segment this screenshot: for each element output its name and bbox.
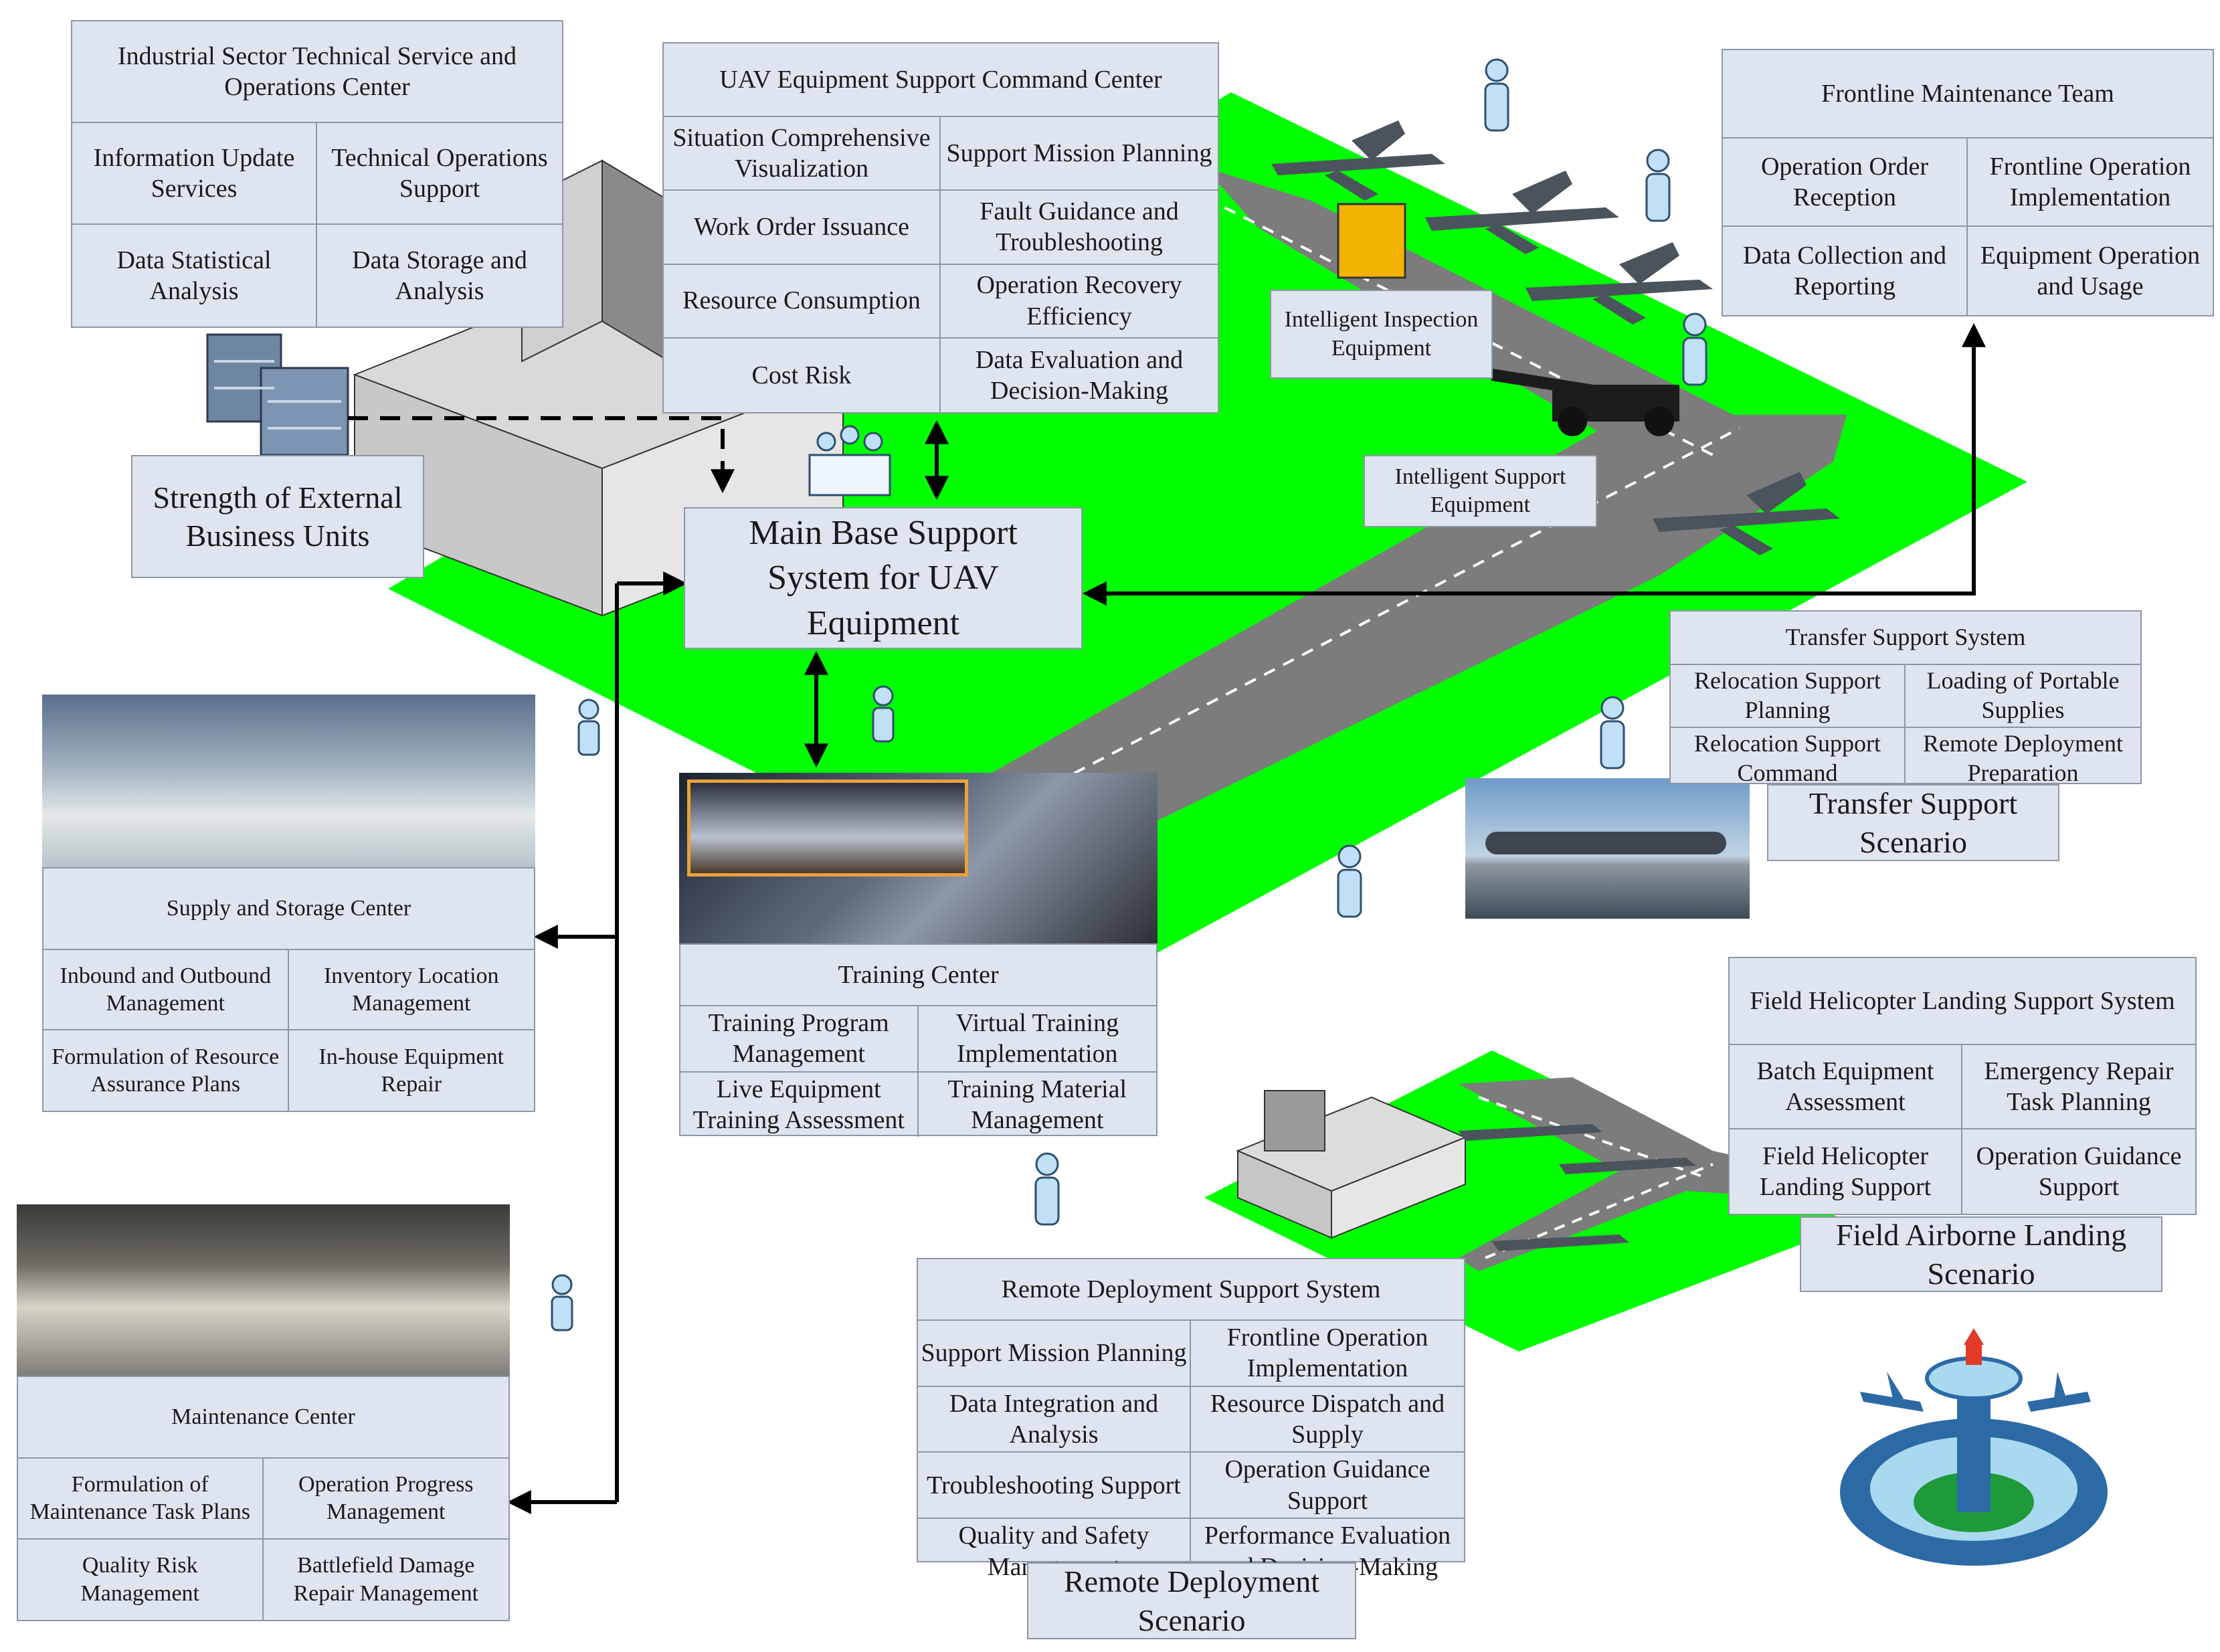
- cell-progress-management: Operation Progress Management: [263, 1459, 508, 1540]
- remote-system-table: Remote Deployment Support System Support…: [917, 1258, 1465, 1584]
- cell-resource-dispatch: Resource Dispatch and Supply: [1191, 1387, 1464, 1453]
- inspection-case-icon: [1337, 203, 1406, 279]
- maintenance-hangar-photo: [17, 1204, 510, 1376]
- training-center-table: Training Center Training Program Managem…: [679, 943, 1158, 1137]
- cell-inhouse-repair: In-house Equipment Repair: [318, 1044, 504, 1097]
- transport-aircraft-photo: [1465, 778, 1750, 919]
- cell-frontline-implementation: Frontline Operation Implementation: [1968, 139, 2213, 227]
- field-centerline: [1478, 1096, 1707, 1179]
- cell-cost-risk: Cost Risk: [664, 338, 941, 412]
- cell-relocation-command: Relocation Support Command: [1671, 727, 1906, 790]
- field-uav-drones: [1459, 1124, 1696, 1251]
- cell-resource-consumption: Resource Consumption: [664, 264, 941, 339]
- support-equipment-label: Intelligent Support Equipment: [1364, 455, 1597, 527]
- inspection-equipment-label: Intelligent Inspection Equipment: [1270, 290, 1493, 379]
- maintenance-center-title: Maintenance Center: [18, 1377, 508, 1459]
- cell-batch-assessment: Batch Equipment Assessment: [1730, 1045, 1962, 1129]
- cell-troubleshooting: Troubleshooting Support: [918, 1453, 1191, 1520]
- helicopter-system-table: Field Helicopter Landing Support System …: [1728, 957, 2197, 1215]
- cell-data-statistical: Data Statistical Analysis: [72, 225, 317, 327]
- cell-emergency-repair: Emergency Repair Task Planning: [1962, 1045, 2195, 1129]
- cell-recovery-efficiency: Operation Recovery Efficiency: [941, 265, 1218, 339]
- transfer-system-title: Transfer Support System: [1671, 612, 2140, 665]
- cell-order-reception: Operation Order Reception: [1723, 139, 1968, 227]
- server-rack-icon: [206, 333, 349, 456]
- cell-inbound-outbound: Inbound and Outbound Management: [43, 950, 289, 1030]
- industrial-center-title: Industrial Sector Technical Service and …: [72, 21, 562, 123]
- cell-remote-mission-planning: Support Mission Planning: [918, 1321, 1191, 1387]
- cell-training-material: Training Material Management: [947, 1075, 1127, 1135]
- cell-data-evaluation: Data Evaluation and Decision-Making: [975, 345, 1184, 405]
- industrial-center-table: Industrial Sector Technical Service and …: [71, 20, 563, 328]
- cell-remote-guidance: Operation Guidance Support: [1191, 1453, 1464, 1520]
- dashed-link-external: [348, 416, 735, 494]
- cell-data-integration: Data Integration and Analysis: [918, 1386, 1191, 1453]
- cell-technical-operations: Technical Operations Support: [317, 123, 562, 225]
- external-units-label: Strength of External Business Units: [131, 455, 424, 578]
- supply-warehouse-photo: [42, 695, 535, 867]
- cell-remote-preparation: Remote Deployment Preparation: [1923, 729, 2123, 786]
- cell-battlefield-repair: Battlefield Damage Repair Management: [293, 1553, 479, 1606]
- cell-helicopter-landing: Field Helicopter Landing Support: [1730, 1129, 1962, 1214]
- cell-situation-visualization: Situation Comprehensive Visualization: [664, 117, 941, 191]
- cell-data-storage: Data Storage and Analysis: [352, 246, 527, 305]
- cell-support-mission-planning: Support Mission Planning: [941, 117, 1218, 191]
- helicopter-system-title: Field Helicopter Landing Support System: [1730, 958, 2195, 1045]
- training-center-title: Training Center: [680, 945, 1156, 1006]
- arrow-main-frontline: [1082, 323, 1986, 606]
- field-building-tower: [1264, 1090, 1325, 1152]
- field-scenario-label: Field Airborne Landing Scenario: [1800, 1216, 2162, 1292]
- field-building-side: [1331, 1136, 1466, 1239]
- command-center-table: UAV Equipment Support Command Center Sit…: [662, 42, 1219, 414]
- cell-training-program: Training Program Management: [680, 1006, 919, 1073]
- vr-inset-frame: [687, 779, 968, 877]
- cell-live-training: Live Equipment Training Assessment: [680, 1072, 919, 1137]
- runway-centerline: [1016, 427, 1740, 804]
- cell-information-update: Information Update Services: [72, 123, 317, 225]
- transfer-scenario-label: Transfer Support Scenario: [1767, 784, 2059, 861]
- cell-relocation-planning: Relocation Support Planning: [1671, 665, 1906, 728]
- cell-maintenance-plans: Formulation of Maintenance Task Plans: [18, 1459, 264, 1540]
- aircraft-silhouette: [1485, 832, 1726, 854]
- cell-work-order: Work Order Issuance: [664, 191, 941, 265]
- command-center-title: UAV Equipment Support Command Center: [664, 43, 1218, 117]
- cell-operation-guidance: Operation Guidance Support: [1976, 1141, 2182, 1201]
- cell-portable-supplies: Loading of Portable Supplies: [1906, 665, 2140, 728]
- cell-remote-frontline: Frontline Operation Implementation: [1191, 1321, 1464, 1387]
- cell-virtual-training: Virtual Training Implementation: [918, 1006, 1156, 1073]
- frontline-team-table: Frontline Maintenance Team Operation Ord…: [1722, 49, 2214, 316]
- cell-quality-risk: Quality Risk Management: [18, 1539, 264, 1620]
- transfer-system-table: Transfer Support System Relocation Suppo…: [1669, 610, 2142, 790]
- training-vr-photo: [679, 773, 1158, 943]
- frontline-team-title: Frontline Maintenance Team: [1723, 50, 2213, 139]
- field-runway: [1459, 1077, 1833, 1271]
- cell-inventory-location: Inventory Location Management: [288, 950, 534, 1030]
- cell-fault-guidance: Fault Guidance and Troubleshooting: [941, 191, 1218, 265]
- supply-center-table: Supply and Storage Center Inbound and Ou…: [42, 867, 535, 1112]
- remote-scenario-label: Remote Deployment Scenario: [1027, 1562, 1356, 1639]
- remote-system-title: Remote Deployment Support System: [918, 1259, 1464, 1321]
- cell-data-collection: Data Collection and Reporting: [1723, 227, 1968, 315]
- main-base-label: Main Base Support System for UAV Equipme…: [684, 507, 1083, 649]
- meeting-group-icon: [808, 425, 891, 496]
- control-tower-icon: [1840, 1328, 2108, 1566]
- supply-center-title: Supply and Storage Center: [43, 868, 534, 950]
- maintenance-center-table: Maintenance Center Formulation of Mainte…: [17, 1376, 510, 1621]
- cell-equipment-operation: Equipment Operation and Usage: [1980, 241, 2201, 300]
- cell-resource-assurance: Formulation of Resource Assurance Plans: [43, 1030, 289, 1111]
